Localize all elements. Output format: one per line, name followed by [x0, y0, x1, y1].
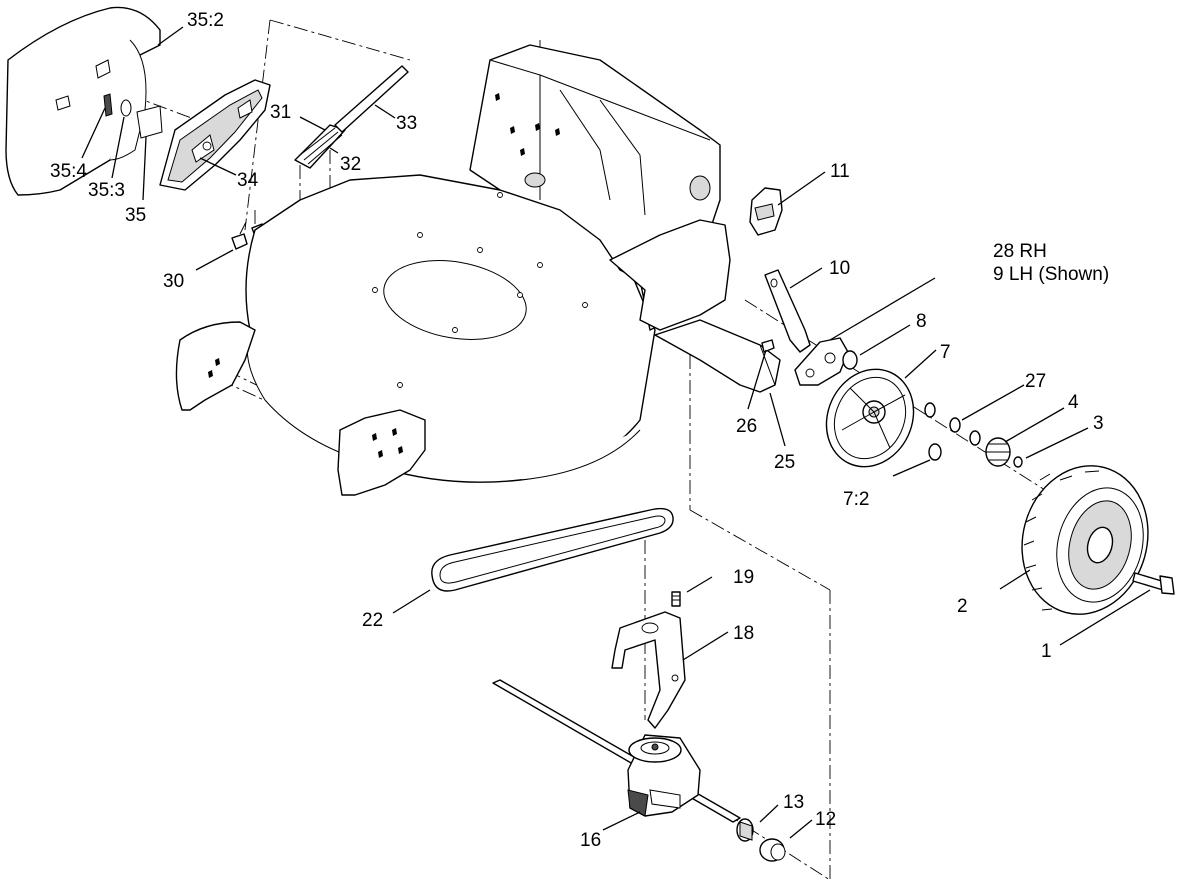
baffle-part-25	[654, 319, 781, 393]
callout-32: 32	[340, 154, 361, 175]
drive-belt-part-22	[431, 507, 674, 592]
gear-part-4	[985, 437, 1011, 467]
callout-26: 26	[736, 416, 757, 437]
callout-13: 13	[783, 792, 804, 813]
transmission-part-16	[492, 679, 741, 823]
callout-25: 25	[774, 452, 795, 473]
hinge-bracket-part-35	[103, 79, 271, 191]
callout-28: 28 RH	[993, 241, 1047, 262]
wheel-part-2	[1021, 465, 1149, 615]
callout-4: 4	[1068, 392, 1079, 413]
screw-part-19	[671, 591, 681, 607]
callout-7-2: 7:2	[843, 489, 869, 510]
callout-33: 33	[396, 113, 417, 134]
callout-8: 8	[916, 311, 927, 332]
callout-31: 31	[270, 102, 291, 123]
rear-flap-part-34	[5, 6, 161, 196]
mower-deck	[245, 44, 731, 483]
axle-bolt-part-1	[1132, 572, 1175, 595]
retainer-part-3	[1013, 456, 1023, 468]
callout-11: 11	[830, 161, 850, 182]
callout-18: 18	[733, 623, 754, 644]
callout-30: 30	[163, 271, 184, 292]
callout-2: 2	[957, 596, 968, 617]
washer-part-7-2	[928, 443, 942, 461]
callout-27: 27	[1025, 371, 1046, 392]
callout-3: 3	[1093, 413, 1104, 434]
adjuster-lever-part-10	[764, 269, 811, 353]
callout-35-4: 35:4	[50, 161, 87, 182]
bushing-part-13	[736, 818, 754, 842]
callout-35-2: 35	[125, 205, 146, 226]
callout-7: 7	[940, 342, 951, 363]
height-knob-part-11	[749, 187, 783, 236]
callout-9: 9 LH (Shown)	[993, 264, 1109, 285]
front-flap-left	[175, 321, 256, 411]
spring-and-rod-parts-31-32-33	[294, 65, 409, 169]
callout-1: 1	[1041, 641, 1052, 662]
callout-12: 12	[815, 809, 836, 830]
callout-35-3: 35:3	[88, 180, 125, 201]
pinion-part-12	[759, 838, 786, 862]
callout-10: 10	[829, 258, 850, 279]
front-flap-right	[337, 409, 426, 496]
leader-lines	[81, 26, 1151, 839]
callout-16: 16	[580, 830, 601, 851]
callout-22: 22	[362, 610, 383, 631]
callout-labels: 35:2 35:4 35:3 35 34 31 32 33 30 11 10 2…	[50, 10, 1109, 851]
clip-part-8	[842, 350, 858, 370]
bracket-part-18	[611, 611, 686, 729]
callout-19: 19	[733, 567, 754, 588]
washers-part-27	[924, 402, 981, 446]
wheel-hub-part-7	[825, 368, 915, 468]
callout-34: 35:2	[187, 10, 224, 31]
screw-part-26	[761, 339, 775, 353]
callout-35: 34	[237, 170, 259, 191]
